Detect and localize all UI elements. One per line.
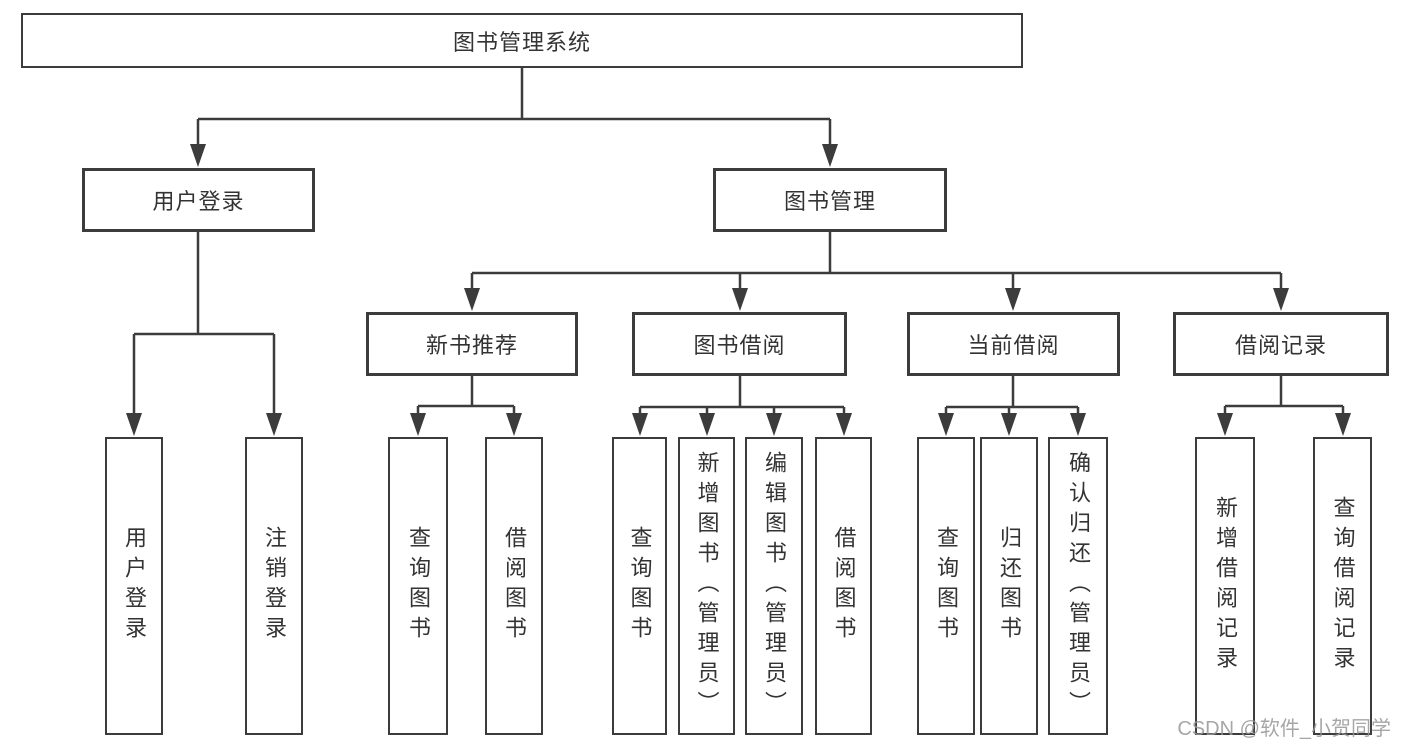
leaf-query-borrow-record-label: 查询借阅记录 [1330,496,1356,676]
node-borrow-records: 借阅记录 [1173,312,1389,376]
leaf-borrow-book-rec: 借阅图书 [485,437,543,735]
arrowhead [1001,413,1017,436]
leaf-query-book-borrow-label: 查询图书 [627,526,653,646]
arrowhead [1217,413,1233,436]
connector-new-book-rec-to-leaves [410,376,522,436]
leaf-user-login: 用户登录 [105,437,163,735]
arrowhead [1070,413,1086,436]
arrowhead [836,413,852,436]
leaf-user-login-label: 用户登录 [122,526,147,646]
leaf-edit-book-admin-label: 编辑图书（管理员） [762,451,787,721]
arrowhead [699,413,715,436]
leaf-query-book-rec: 查询图书 [388,437,448,735]
connector-borrow-records-to-leaves [1217,376,1351,436]
leaf-confirm-return-admin: 确认归还（管理员） [1048,437,1108,735]
arrowhead [732,288,748,311]
leaf-return-book-label: 归还图书 [997,526,1022,646]
arrowhead [126,413,142,436]
node-root-label: 图书管理系统 [452,29,591,55]
leaf-confirm-return-admin-label: 确认归还（管理员） [1066,451,1091,721]
connector-book-mgmt-to-level2 [464,232,1289,311]
arrowhead [266,413,282,436]
leaf-borrow-book-borrow-label: 借阅图书 [831,526,857,646]
arrowhead [1273,288,1289,311]
node-root: 图书管理系统 [21,13,1023,68]
leaf-borrow-book-rec-label: 借阅图书 [502,526,527,646]
node-new-book-rec-label: 新书推荐 [425,333,518,358]
leaf-logout-login-label: 注销登录 [262,526,287,646]
node-book-mgmt-label: 图书管理 [783,189,876,214]
arrowhead [632,413,648,436]
watermark-text: CSDN @软件_小贺同学 [1177,718,1391,740]
connector-user-login-to-leaves [126,232,282,436]
leaf-return-book: 归还图书 [980,437,1038,735]
leaf-query-book-current: 查询图书 [917,437,975,735]
leaf-query-borrow-record: 查询借阅记录 [1313,437,1372,735]
arrowhead [938,413,954,436]
leaf-query-book-borrow: 查询图书 [612,437,667,735]
leaf-query-book-rec-label: 查询图书 [406,526,431,646]
leaf-edit-book-admin: 编辑图书（管理员） [745,437,803,735]
arrowhead [506,413,522,436]
node-borrow-records-label: 借阅记录 [1234,333,1327,358]
node-book-mgmt: 图书管理 [713,168,947,232]
leaf-add-book-admin: 新增图书（管理员） [678,437,735,735]
connector-book-borrow-to-leaves [632,376,852,436]
node-book-borrow-label: 图书借阅 [693,333,786,358]
node-current-borrow: 当前借阅 [907,312,1120,376]
connector-current-borrow-to-leaves [938,376,1086,436]
leaf-query-book-current-label: 查询图书 [934,526,959,646]
arrowhead [410,413,426,436]
arrowhead [766,413,782,436]
leaf-logout-login: 注销登录 [245,437,303,735]
arrowhead [1005,288,1021,311]
arrowhead [190,144,206,167]
arrowhead [1335,413,1351,436]
connector-root-to-level1 [190,68,838,167]
leaf-add-borrow-record-label: 新增借阅记录 [1213,496,1238,676]
node-book-borrow: 图书借阅 [632,312,847,376]
node-user-login: 用户登录 [82,168,315,232]
node-new-book-rec: 新书推荐 [366,312,578,376]
node-user-login-label: 用户登录 [152,189,245,214]
arrowhead [464,288,480,311]
leaf-add-book-admin-label: 新增图书（管理员） [694,451,720,721]
node-current-borrow-label: 当前借阅 [967,333,1060,358]
leaf-borrow-book-borrow: 借阅图书 [815,437,872,735]
leaf-add-borrow-record: 新增借阅记录 [1195,437,1255,735]
arrowhead [822,144,838,167]
